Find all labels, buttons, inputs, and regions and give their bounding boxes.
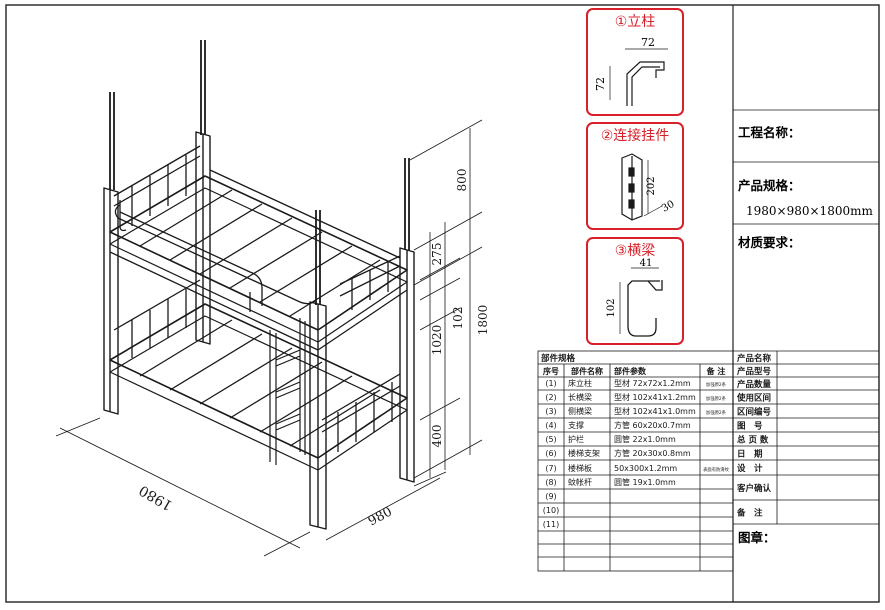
dim-width: 980	[366, 504, 395, 529]
upper-frame	[109, 145, 408, 351]
spec-row-note: 加强原2条	[706, 381, 727, 388]
spec-row-no: (3)	[545, 407, 556, 416]
product-table-label: 产品型号	[737, 366, 772, 377]
lower-frame	[109, 279, 408, 471]
spec-row-param: 50x300x1.2mm	[614, 464, 677, 473]
product-table-label: 备 注	[736, 508, 763, 519]
dim-total-height: 1800	[476, 305, 490, 336]
callout-beam-dim-w: 41	[640, 258, 653, 269]
callout-beam: ③横梁 41 102	[586, 237, 684, 345]
spec-table-row-lines	[538, 389, 733, 558]
spec-table-title: 部件规格	[541, 353, 576, 364]
callout-post-dim-w: 72	[641, 36, 655, 49]
callout-bracket: ②连接挂件 202 30	[586, 122, 684, 230]
spec-row-note: 加强原2条	[706, 395, 727, 402]
dimension-labels: 1800 800 275 102 1020 400 1980 980	[137, 169, 490, 530]
callout-bracket-dim-h: 202	[646, 176, 657, 195]
spec-row-param: 方管 60x20x0.7mm	[614, 420, 691, 430]
dim-mid: 1020	[430, 325, 444, 356]
product-table-label: 图 号	[737, 422, 763, 432]
callout-beam-title: ③横梁	[615, 243, 656, 259]
callout-beam-dim-h: 102	[606, 298, 617, 317]
spec-row-no: (8)	[545, 478, 556, 487]
dim-length: 1980	[137, 482, 176, 514]
spec-row-name: 支撑	[568, 420, 584, 430]
spec-row-param: 型材 72x72x1.2mm	[614, 378, 691, 388]
product-spec-value: 1980×980×1800mm	[746, 204, 873, 218]
spec-row-no: (5)	[545, 435, 556, 444]
product-table-label: 产品名称	[737, 353, 772, 364]
bunk-bed-drawing	[103, 40, 415, 530]
product-table-label: 总 页 数	[737, 435, 769, 446]
title-block: 工程名称： 产品规格： 1980×980×1800mm 材质要求： 图章：	[733, 109, 879, 545]
spec-row-param: 圆管 22x1.0mm	[614, 434, 676, 444]
callout-post: ①立柱 72 72	[586, 8, 684, 116]
material-label: 材质要求：	[737, 235, 801, 250]
dim-top: 800	[455, 169, 469, 192]
product-table	[733, 350, 879, 525]
spec-header-param: 部件参数	[614, 366, 647, 376]
spec-row-param: 方管 20x30x0.8mm	[614, 448, 691, 458]
spec-table-text: 部件规格 序号 部件名称 部件参数 备 注 (1) 床立柱 型材 72x72x1.2…	[541, 353, 730, 529]
seal-label: 图章：	[738, 530, 776, 545]
spec-row-no: (1)	[545, 379, 556, 388]
spec-row-no: (2)	[545, 393, 556, 402]
spec-row-no: (11)	[543, 520, 559, 529]
ladder	[269, 318, 306, 465]
product-table-label: 区间编号	[737, 407, 772, 418]
spec-row-no: (10)	[543, 506, 559, 515]
dim-low: 400	[430, 425, 444, 448]
callout-post-border	[586, 8, 684, 116]
product-table-label: 使用区间	[736, 393, 771, 404]
spec-row-name: 护栏	[568, 434, 584, 444]
callout-post-title: ①立柱	[615, 14, 656, 30]
spec-row-param: 型材 102x41x1.0mm	[614, 406, 696, 416]
callout-bracket-title: ②连接挂件	[601, 127, 670, 144]
product-table-label: 设 计	[737, 463, 763, 474]
spec-row-name: 蚊帐杆	[568, 477, 592, 487]
spec-header-note: 备 注	[706, 366, 726, 376]
spec-row-no: (7)	[545, 464, 556, 473]
spec-header-name: 部件名称	[571, 366, 603, 376]
spec-table	[537, 350, 734, 572]
spec-row-name: 楼梯板	[568, 463, 592, 473]
callout-beam-border	[586, 237, 684, 345]
dimension-lines	[55, 119, 483, 557]
spec-row-no: (4)	[545, 421, 556, 430]
project-name-label: 工程名称：	[738, 125, 801, 140]
bed-posts	[103, 131, 415, 530]
spec-row-name: 床立柱	[568, 378, 592, 388]
product-table-label: 日 期	[737, 449, 763, 460]
dim-beam: 102	[451, 307, 465, 330]
spec-row-note: 表面有防滑纹	[703, 466, 729, 473]
net-poles	[109, 40, 410, 305]
sheet-border	[5, 4, 880, 603]
spec-row-name: 楼梯支架	[568, 448, 600, 458]
spec-row-no: (9)	[545, 492, 556, 501]
callout-bracket-dim-w: 30	[660, 199, 677, 215]
product-spec-label: 产品规格：	[738, 178, 801, 193]
product-table-label: 产品数量	[737, 379, 772, 390]
spec-row-name: 长横梁	[568, 392, 592, 402]
spec-row-note: 加强原2条	[706, 409, 727, 416]
callout-post-dim-h: 72	[594, 77, 607, 91]
spec-row-name: 侧横梁	[568, 406, 592, 416]
spec-row-param: 圆管 19x1.0mm	[614, 477, 676, 487]
dim-gap: 275	[430, 243, 444, 266]
callout-bracket-border	[586, 122, 684, 230]
product-table-label: 客户确认	[736, 483, 772, 494]
spec-row-no: (6)	[545, 449, 556, 458]
spec-header-no: 序号	[543, 366, 559, 376]
spec-row-param: 型材 102x41x1.2mm	[614, 392, 696, 402]
